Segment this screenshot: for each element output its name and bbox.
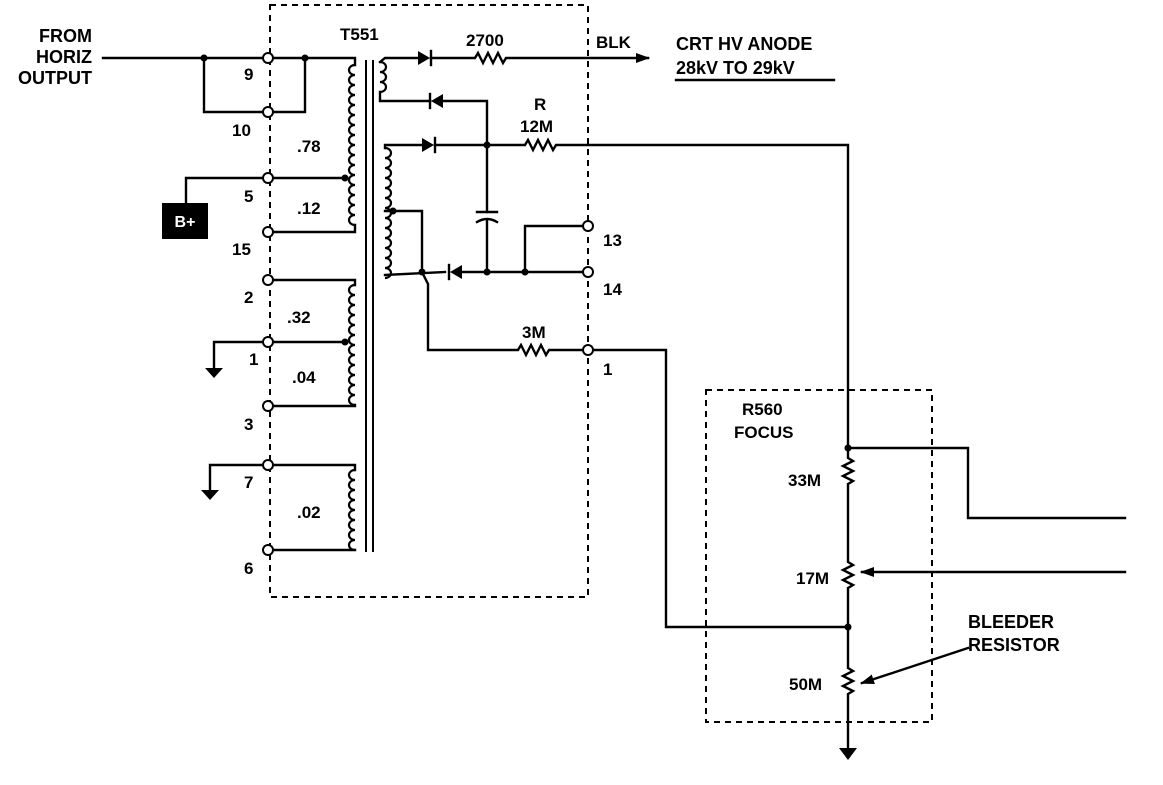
bleeder-line1: BLEEDER — [968, 612, 1054, 632]
transformer-label: T551 — [340, 25, 379, 44]
input-label: FROM HORIZ OUTPUT — [18, 26, 92, 88]
bplus-label: B+ — [175, 214, 196, 231]
r50m-label: 50M — [789, 675, 822, 694]
focus-tap — [383, 209, 424, 274]
primary-feed — [303, 56, 357, 67]
pin13-wire — [523, 224, 587, 274]
hv-coil-top — [378, 56, 420, 64]
pin13-label: 13 — [603, 231, 622, 250]
coil-2-3 — [347, 283, 356, 407]
r-value-label: 12M — [520, 117, 553, 136]
coil-7-6 — [347, 468, 356, 552]
hv-coil-bottom — [378, 90, 432, 103]
bplus-box — [162, 203, 208, 239]
r33m-label: 33M — [788, 471, 821, 490]
pin14-label: 14 — [603, 280, 622, 299]
diode-4 — [450, 265, 462, 279]
pin1-label: 1 — [249, 350, 258, 369]
pin1b-wire — [589, 348, 850, 629]
pin3-wire — [270, 403, 357, 408]
pin3-label: 3 — [244, 415, 253, 434]
pin7-ground-wire — [208, 463, 270, 492]
focus-coil-top — [383, 143, 424, 150]
hv-dest-line2: 28kV TO 29kV — [676, 58, 795, 78]
pin9-10-link-right — [270, 56, 307, 114]
pin7-wire — [270, 463, 357, 472]
ground-icon-7 — [201, 490, 219, 500]
ratio-32: .32 — [287, 308, 311, 327]
focus-chain — [840, 446, 856, 750]
pin15-label: 15 — [232, 240, 251, 259]
pin2-wire — [270, 278, 357, 287]
diode-3 — [422, 138, 434, 152]
ground-icon-bottom — [839, 748, 857, 760]
svg-text:FROM: FROM — [39, 26, 92, 46]
pin7-label: 7 — [244, 473, 253, 492]
pin1-ground-wire — [212, 340, 270, 370]
focus-top-output — [846, 446, 1127, 520]
hv-resistor-label: 2700 — [466, 31, 504, 50]
r-name-label: R — [534, 95, 546, 114]
pin6-label: 6 — [244, 559, 253, 578]
terminals — [262, 52, 594, 556]
svg-text:OUTPUT: OUTPUT — [18, 68, 92, 88]
hv-coil — [379, 60, 388, 94]
focus-enclosure — [705, 389, 933, 723]
r3m-label: 3M — [522, 323, 546, 342]
ratio-78: .78 — [297, 137, 321, 156]
diode2-to-node — [441, 99, 489, 214]
blk-label: BLK — [596, 33, 632, 52]
pin2-label: 2 — [244, 288, 253, 307]
focus-label: FOCUS — [734, 423, 794, 442]
ratio-02: .02 — [297, 503, 321, 522]
svg-text:HORIZ: HORIZ — [36, 47, 92, 67]
r3m-wire — [420, 270, 587, 358]
focus-coil — [384, 146, 393, 280]
focus-name: R560 — [742, 400, 783, 419]
hv-dest-line1: CRT HV ANODE — [676, 34, 812, 54]
bleeder-line2: RESISTOR — [968, 635, 1060, 655]
bplus-wire — [184, 176, 270, 205]
hv-diode — [418, 51, 430, 65]
r12m-wire — [433, 137, 850, 450]
transformer-enclosure — [269, 4, 589, 598]
pin10-label: 10 — [232, 121, 251, 140]
r17m-label: 17M — [796, 569, 829, 588]
primary-coil — [347, 63, 356, 227]
pin5-label: 5 — [244, 187, 253, 206]
focus-coil-bottom — [383, 270, 447, 277]
pin9-label: 9 — [244, 65, 253, 84]
ground-icon-1 — [205, 368, 223, 378]
hv-output-wire — [429, 50, 650, 66]
pin9-10-link — [202, 56, 270, 114]
pin15-wire — [270, 223, 357, 234]
pin1b-label: 1 — [603, 360, 612, 379]
ratio-12: .12 — [297, 199, 321, 218]
diode-2 — [431, 94, 443, 108]
ratio-04: .04 — [292, 368, 316, 387]
bleeder-pointer — [860, 646, 970, 685]
